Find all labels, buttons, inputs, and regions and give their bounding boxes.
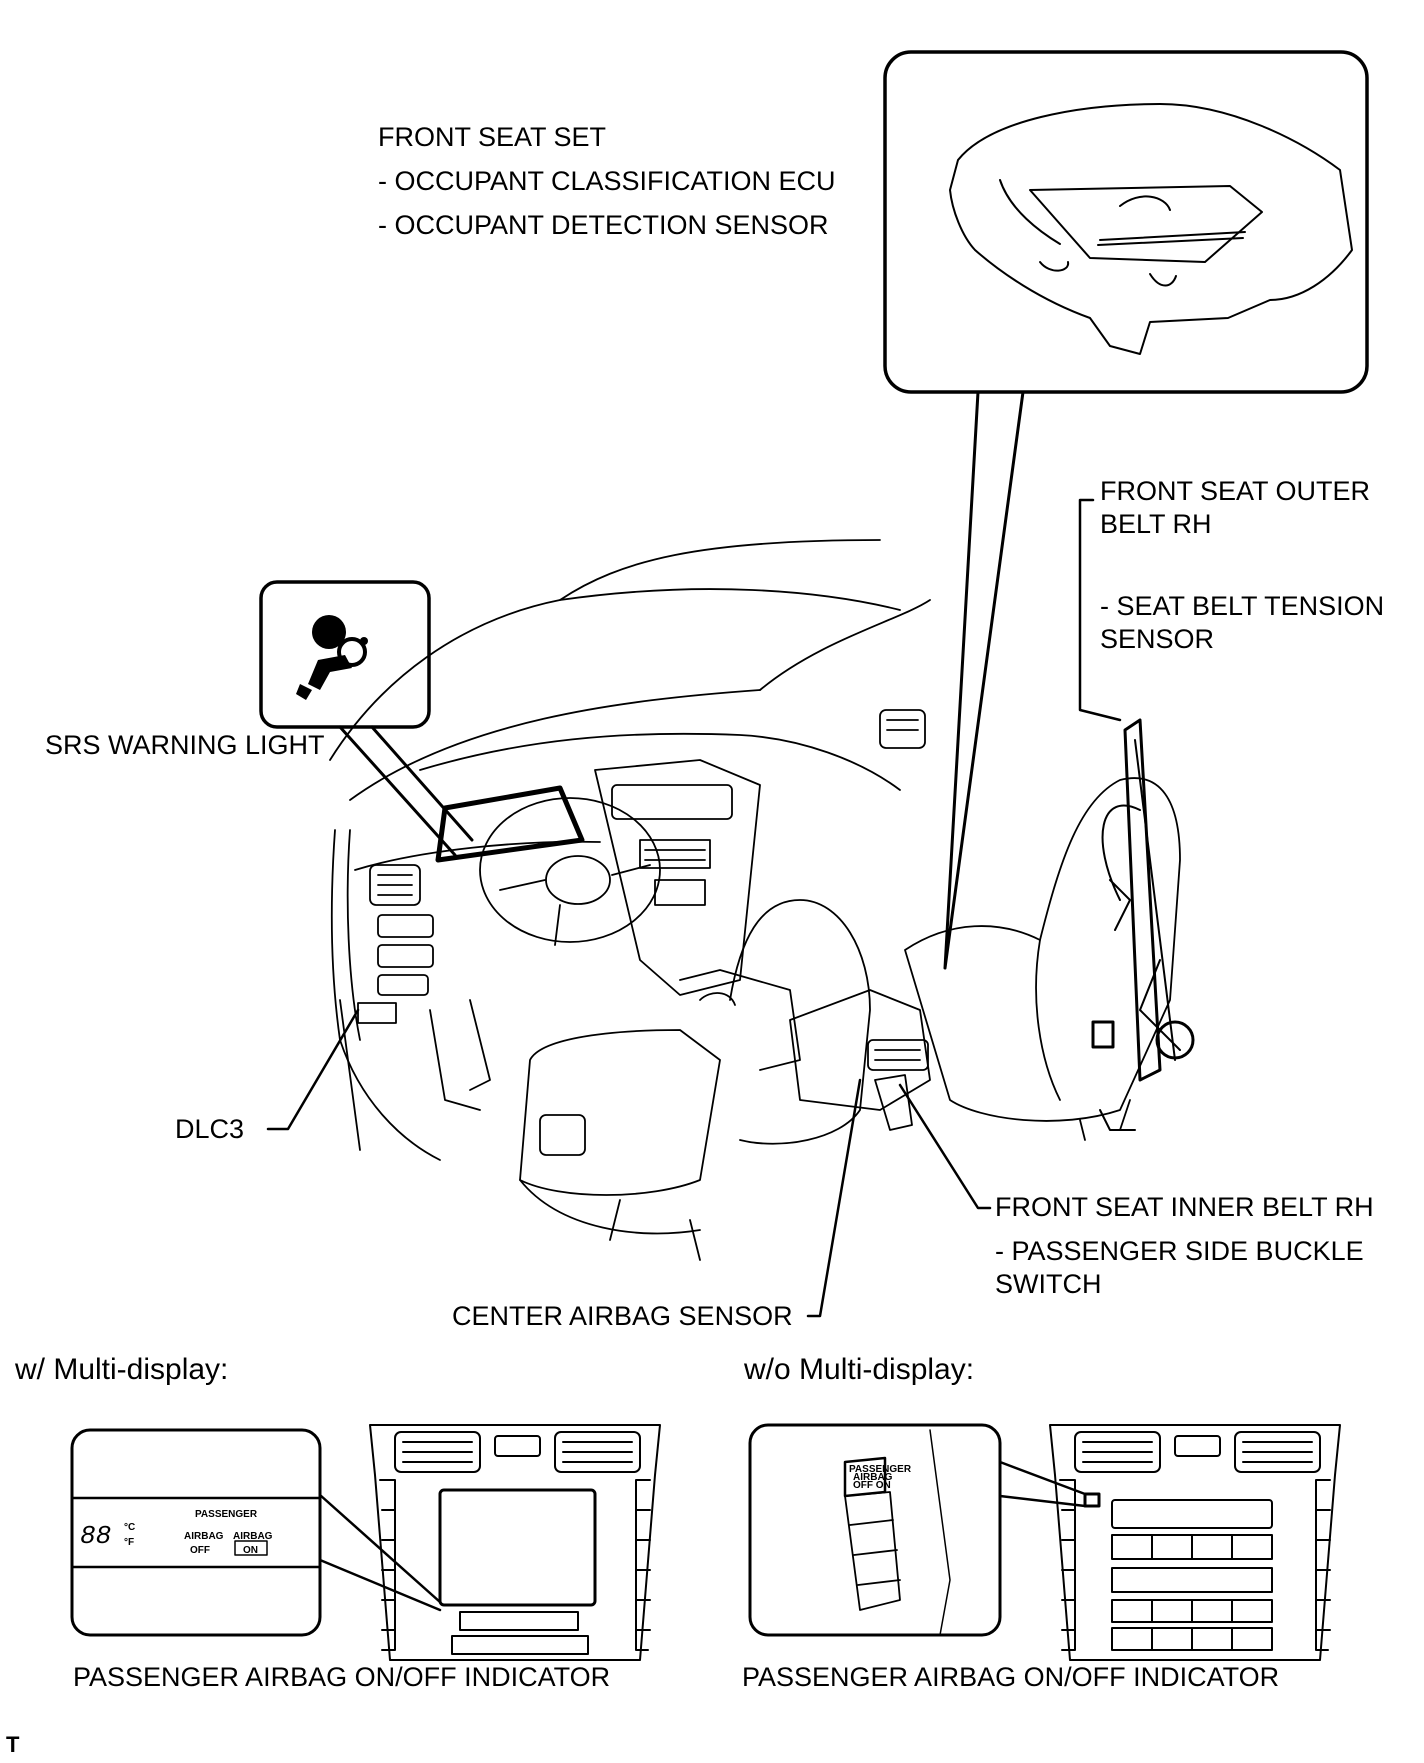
footer-mark: T — [6, 1732, 20, 1757]
outer-belt-label-line2: BELT RH — [1100, 509, 1212, 539]
inner-belt-label: FRONT SEAT INNER BELT RH — [995, 1192, 1374, 1222]
without-multi-display-caption: PASSENGER AIRBAG ON/OFF INDICATOR — [742, 1662, 1280, 1692]
buckle-switch-label-line2: SWITCH — [995, 1269, 1102, 1299]
seat-callout-box — [883, 50, 1369, 394]
multi-display-pointer — [318, 1493, 442, 1612]
seat-cushion-drawing — [949, 103, 1353, 355]
center-panel-without-display — [1049, 1424, 1341, 1661]
srs-warning-light-label: SRS WARNING LIGHT — [45, 730, 325, 760]
leader-lines — [266, 498, 1122, 1318]
switch-callout — [748, 1423, 1002, 1637]
display-off-text: OFF — [190, 1545, 210, 1556]
display-temperature: 88 — [80, 1521, 111, 1551]
occupant-classification-ecu-label: - OCCUPANT CLASSIFICATION ECU — [378, 166, 836, 196]
display-on-text: ON — [243, 1545, 258, 1556]
srs-pointer-line — [338, 725, 474, 857]
center-airbag-sensor-label: CENTER AIRBAG SENSOR — [452, 1301, 793, 1331]
occupant-detection-sensor-label: - OCCUPANT DETECTION SENSOR — [378, 210, 829, 240]
display-fahrenheit: °F — [124, 1537, 134, 1548]
instrument-cluster-outline — [435, 785, 585, 863]
multi-display-texts: PASSENGER AIRBAG AIRBAG OFF ON 88 °C °F — [80, 1509, 273, 1556]
front-seat-set-title: FRONT SEAT SET — [378, 122, 607, 152]
buckle-switch-label-line1: - PASSENGER SIDE BUCKLE — [995, 1236, 1364, 1266]
outer-belt-label-line1: FRONT SEAT OUTER — [1100, 476, 1371, 506]
with-multi-display-heading: w/ Multi-display: — [15, 1353, 229, 1386]
dlc3-label: DLC3 — [175, 1114, 245, 1144]
switch-texts: PASSENGER AIRBAG OFF ON — [849, 1464, 912, 1491]
switch-airbag-text: AIRBAG — [853, 1472, 893, 1483]
multi-display-callout — [70, 1428, 322, 1637]
airbag-warning-icon — [296, 615, 368, 700]
car-interior-drawing — [329, 539, 1195, 1261]
center-panel-with-display — [369, 1424, 661, 1661]
with-multi-display-caption: PASSENGER AIRBAG ON/OFF INDICATOR — [73, 1662, 611, 1692]
inner-belt-leader — [898, 1083, 992, 1210]
display-passenger-text: PASSENGER — [195, 1509, 258, 1520]
display-celsius: °C — [124, 1522, 135, 1533]
display-airbag-on-label: AIRBAG — [233, 1531, 273, 1542]
tension-sensor-label-line1: - SEAT BELT TENSION — [1100, 591, 1385, 621]
seat-pointer-line — [943, 390, 1025, 970]
srs-icon-box — [259, 580, 431, 729]
center-airbag-leader — [806, 1078, 862, 1318]
without-multi-display-heading: w/o Multi-display: — [744, 1353, 975, 1386]
dlc3-leader — [266, 1008, 360, 1131]
switch-pointer — [998, 1460, 1087, 1508]
display-airbag-off-label: AIRBAG — [184, 1531, 224, 1542]
switch-passenger-text: PASSENGER — [849, 1464, 912, 1475]
tension-sensor-label-line2: SENSOR — [1100, 624, 1215, 654]
switch-offon-text: OFF ON — [853, 1480, 891, 1491]
outer-belt-leader — [1078, 498, 1122, 722]
